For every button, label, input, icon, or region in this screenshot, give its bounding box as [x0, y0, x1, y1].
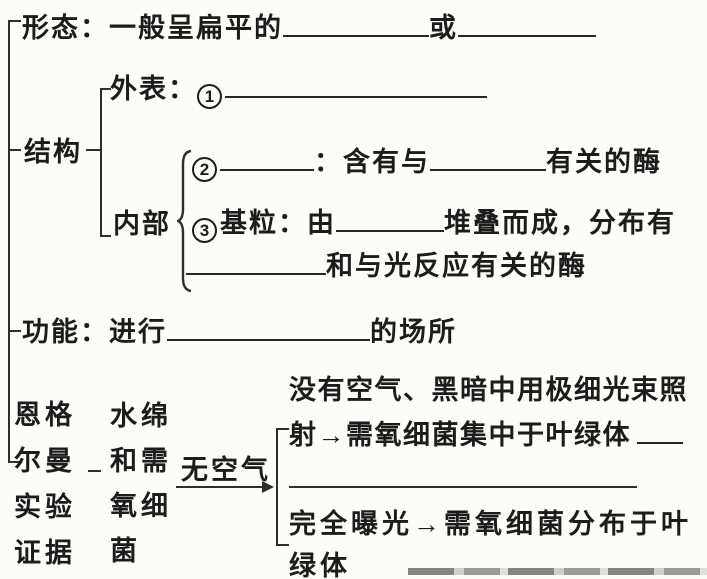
- grana-cont-text: 和与光反应有关的酶: [326, 251, 587, 281]
- function-suffix: 的场所: [370, 317, 457, 347]
- branch1-line1: 没有空气、黑暗中用极细光束照: [289, 375, 688, 405]
- material-column: 水绵 和需 氧细 菌: [110, 401, 172, 566]
- structure-label: 结构: [24, 137, 82, 167]
- circled-number-2: 2: [192, 157, 217, 182]
- blank-line: [225, 74, 487, 98]
- circled-number-1: 1: [197, 84, 222, 109]
- grana-mid-text: 堆叠而成，分布有: [444, 208, 676, 238]
- morphology-label: 形态：一般呈扁平的: [22, 13, 283, 43]
- branch2-line2: 绿体: [289, 551, 351, 579]
- result-bracket-tick-bottom: [276, 544, 289, 546]
- branch2-line1: 完全曝光→需氧细菌分布于叶: [289, 509, 692, 539]
- grana-prefix-text: 基粒：由: [220, 208, 336, 238]
- scientist-column: 恩格 尔曼 实验 证据: [14, 400, 76, 568]
- no-air-arrow-line: [176, 486, 264, 488]
- blank-line: [186, 251, 326, 275]
- function-label: 功能：进行: [22, 317, 167, 347]
- function-row: 功能：进行 的场所: [22, 316, 457, 349]
- arrow-label: 无空气: [181, 455, 271, 485]
- result-bracket-line: [276, 428, 278, 546]
- no-air-arrow-head: [262, 481, 274, 493]
- morphology-row: 形态：一般呈扁平的 或: [22, 12, 596, 45]
- main-bracket-tick-function: [8, 330, 21, 332]
- blank-line: [458, 13, 596, 37]
- surface-row: 外表：1: [110, 73, 487, 109]
- circled-number-3: 3: [192, 218, 217, 243]
- blank-line: [336, 208, 444, 232]
- scientist-connector: [88, 470, 101, 472]
- internal-label: 内部: [113, 209, 171, 239]
- stroma-mid-text: ：含有与: [314, 147, 430, 177]
- result-bracket-tick-top: [276, 428, 289, 430]
- blank-line-long: [289, 486, 637, 488]
- main-bracket-tick-morphology: [8, 20, 21, 22]
- branch1-line2: 射→需氧细菌集中于叶绿体: [289, 419, 683, 452]
- blank-line: [430, 147, 546, 171]
- internal-brace: [177, 149, 192, 293]
- blank-line: [637, 420, 683, 444]
- surface-label: 外表：: [110, 74, 197, 104]
- blank-line: [220, 147, 314, 171]
- structure-bracket-tick-surface: [100, 88, 111, 90]
- structure-bracket-tick-internal: [100, 235, 111, 237]
- main-bracket-tick-evidence: [8, 461, 21, 463]
- morphology-or: 或: [429, 13, 458, 43]
- main-bracket-line: [8, 20, 10, 463]
- grana-continuation-row: 和与光反应有关的酶: [186, 250, 587, 283]
- structure-connector: [86, 149, 100, 151]
- scan-artifact-line: [408, 568, 707, 575]
- blank-line: [283, 13, 429, 37]
- structure-bracket-line: [100, 88, 102, 237]
- stroma-suffix-text: 有关的酶: [546, 147, 662, 177]
- stroma-row: 2 ：含有与 有关的酶: [192, 146, 662, 182]
- blank-line: [167, 317, 370, 341]
- main-bracket-tick-structure: [8, 149, 21, 151]
